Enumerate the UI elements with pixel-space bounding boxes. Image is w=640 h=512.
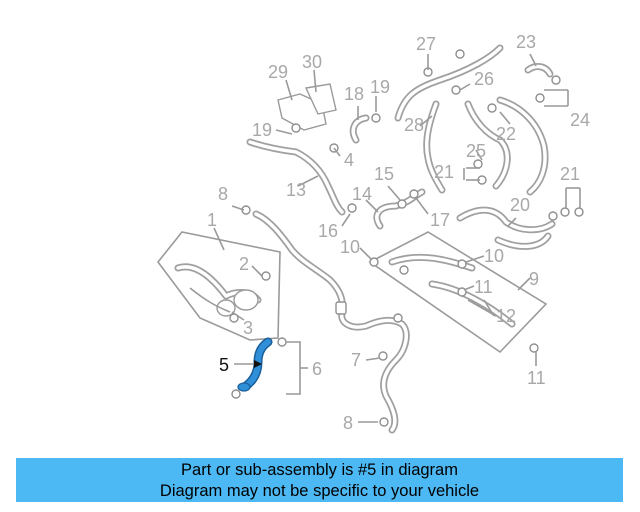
callout-7: 7 <box>351 350 361 370</box>
part-5-hose-highlighted <box>231 337 287 399</box>
callout-11-bottom: 11 <box>527 368 546 388</box>
part-9-plate <box>368 231 548 354</box>
caption-banner: Part or sub-assembly is #5 in diagram Di… <box>16 458 623 502</box>
callout-5: 5 <box>219 355 229 375</box>
callout-2: 2 <box>239 254 249 274</box>
callout-28: 28 <box>404 115 424 135</box>
callout-17: 17 <box>430 210 450 230</box>
part-1-duct-assembly <box>156 231 281 341</box>
callout-16: 16 <box>318 221 338 241</box>
callout-27: 27 <box>416 34 436 54</box>
upper-right-hoses <box>394 44 561 196</box>
callout-4: 4 <box>344 150 354 170</box>
caption-line-1: Part or sub-assembly is #5 in diagram <box>181 461 458 479</box>
upper-left-parts <box>246 83 381 216</box>
callout-9: 9 <box>529 269 539 289</box>
callout-8-bottom: 8 <box>343 413 353 433</box>
callout-21-mid: 21 <box>434 162 454 182</box>
callout-18: 18 <box>344 84 364 104</box>
callout-6: 6 <box>312 359 322 379</box>
callout-15: 15 <box>374 164 394 184</box>
callout-19-left: 19 <box>252 120 272 140</box>
callout-22: 22 <box>496 124 516 144</box>
callout-10-right: 10 <box>484 246 504 266</box>
main-coolant-hose <box>241 205 410 434</box>
callout-23: 23 <box>516 32 536 52</box>
callout-12: 12 <box>496 306 516 326</box>
callout-14: 14 <box>352 184 372 204</box>
parts-14-15-17 <box>369 188 426 267</box>
callout-19-right: 19 <box>370 77 390 97</box>
callout-21-right: 21 <box>560 164 580 184</box>
callout-20: 20 <box>510 195 530 215</box>
callout-26: 26 <box>474 69 494 89</box>
callout-29: 29 <box>268 62 288 82</box>
parts-diagram: 1 2 3 4 5 6 7 8 8 9 10 10 11 11 12 13 14… <box>156 32 590 434</box>
callout-13: 13 <box>286 180 306 200</box>
callout-25: 25 <box>466 141 486 161</box>
callout-8-top: 8 <box>218 184 228 204</box>
callout-3: 3 <box>243 318 253 338</box>
callout-11-right: 11 <box>474 277 493 297</box>
part-20-hose <box>456 206 584 250</box>
callout-30: 30 <box>302 52 322 72</box>
caption-line-2: Diagram may not be specific to your vehi… <box>159 482 480 500</box>
callout-labels: 1 2 3 4 5 6 7 8 8 9 10 10 11 11 12 13 14… <box>207 32 590 433</box>
callout-24: 24 <box>570 110 590 130</box>
callout-1: 1 <box>207 210 217 230</box>
leader-lines <box>213 53 581 423</box>
callout-10-left: 10 <box>340 237 360 257</box>
